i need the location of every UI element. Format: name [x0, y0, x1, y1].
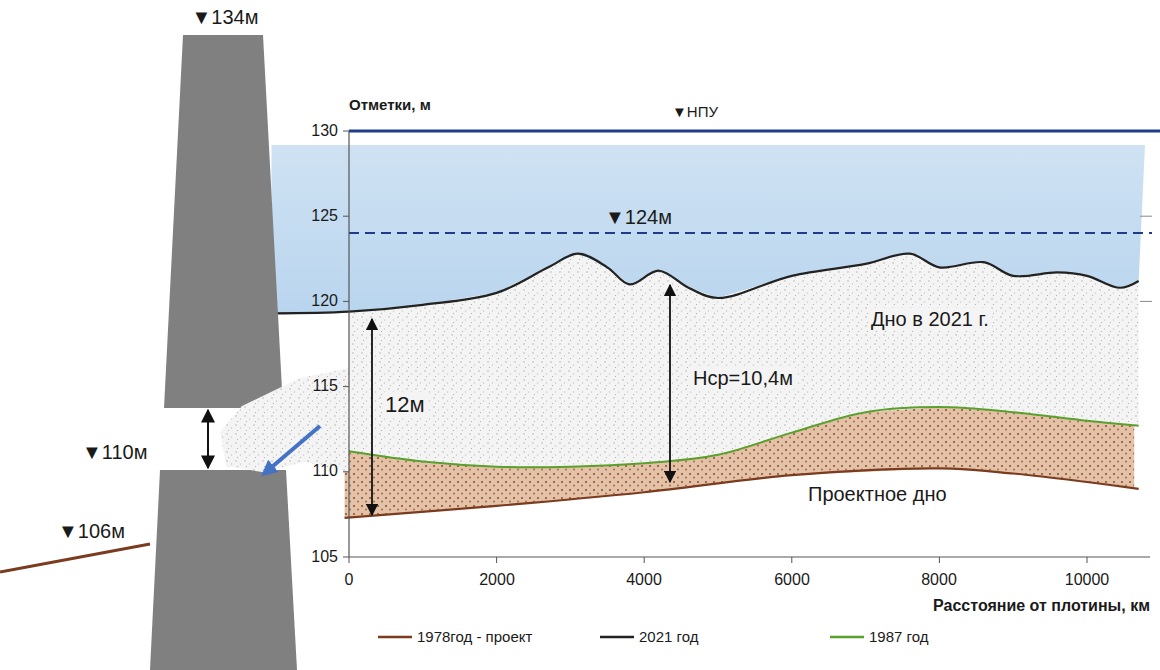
dam-upper: [164, 35, 283, 408]
chart-label: Проектное дно: [808, 483, 947, 506]
bed-2021: [272, 254, 1139, 314]
legend-line-sample: [378, 636, 412, 639]
chart-label: 2000: [479, 571, 515, 589]
chart-label: 0: [345, 571, 354, 589]
legend-text: 2021 год: [639, 628, 698, 645]
chart-label: 12м: [382, 392, 428, 417]
chart-label: 120: [311, 292, 338, 310]
outlet-dimension: [207, 410, 209, 468]
bed-1987: [349, 407, 1139, 467]
chart-label: Дно в 2021 г.: [868, 308, 992, 331]
chart-label: 125: [311, 207, 338, 225]
chart-label: 110: [312, 462, 338, 480]
depth-dimension: [371, 319, 373, 515]
flow-arrow: [266, 426, 320, 472]
axes: [343, 131, 1152, 563]
chart-label: Нср=10,4м: [690, 367, 796, 390]
mean-depth-dimension: [669, 285, 671, 482]
chart-label: Отметки, м: [349, 96, 431, 113]
chart-label: 10000: [1065, 571, 1110, 589]
profile-layers: [270, 145, 1145, 518]
legend-line-sample: [600, 636, 634, 639]
legend-line-sample: [830, 636, 864, 639]
chart-label: 130: [311, 122, 338, 140]
chart-label: 8000: [921, 571, 957, 589]
chart-label: 4000: [626, 571, 662, 589]
chart-label: ▼106м: [58, 520, 125, 543]
chart-label: ▼НПУ: [672, 103, 718, 120]
dam-lower: [150, 470, 297, 670]
npu-line: [349, 130, 1160, 133]
downstream-bed: [0, 544, 150, 572]
level-124-line: [349, 232, 1152, 234]
chart-label: 6000: [774, 571, 810, 589]
sediment-in-outlet: [220, 368, 349, 472]
chart-label: 115: [312, 377, 338, 395]
chart-label: 105: [311, 548, 338, 566]
chart-label: ▼134м: [192, 6, 259, 29]
chart-label: ▼124м: [605, 206, 672, 229]
legend-text: 1987 год: [869, 628, 928, 645]
legend-text: 1978год - проект: [417, 628, 532, 645]
early-sediment: [345, 407, 1135, 518]
chart-label: Расстояние от плотины, км: [933, 597, 1150, 615]
bed-1978: [345, 468, 1139, 517]
chart-label: ▼110м: [82, 441, 147, 464]
